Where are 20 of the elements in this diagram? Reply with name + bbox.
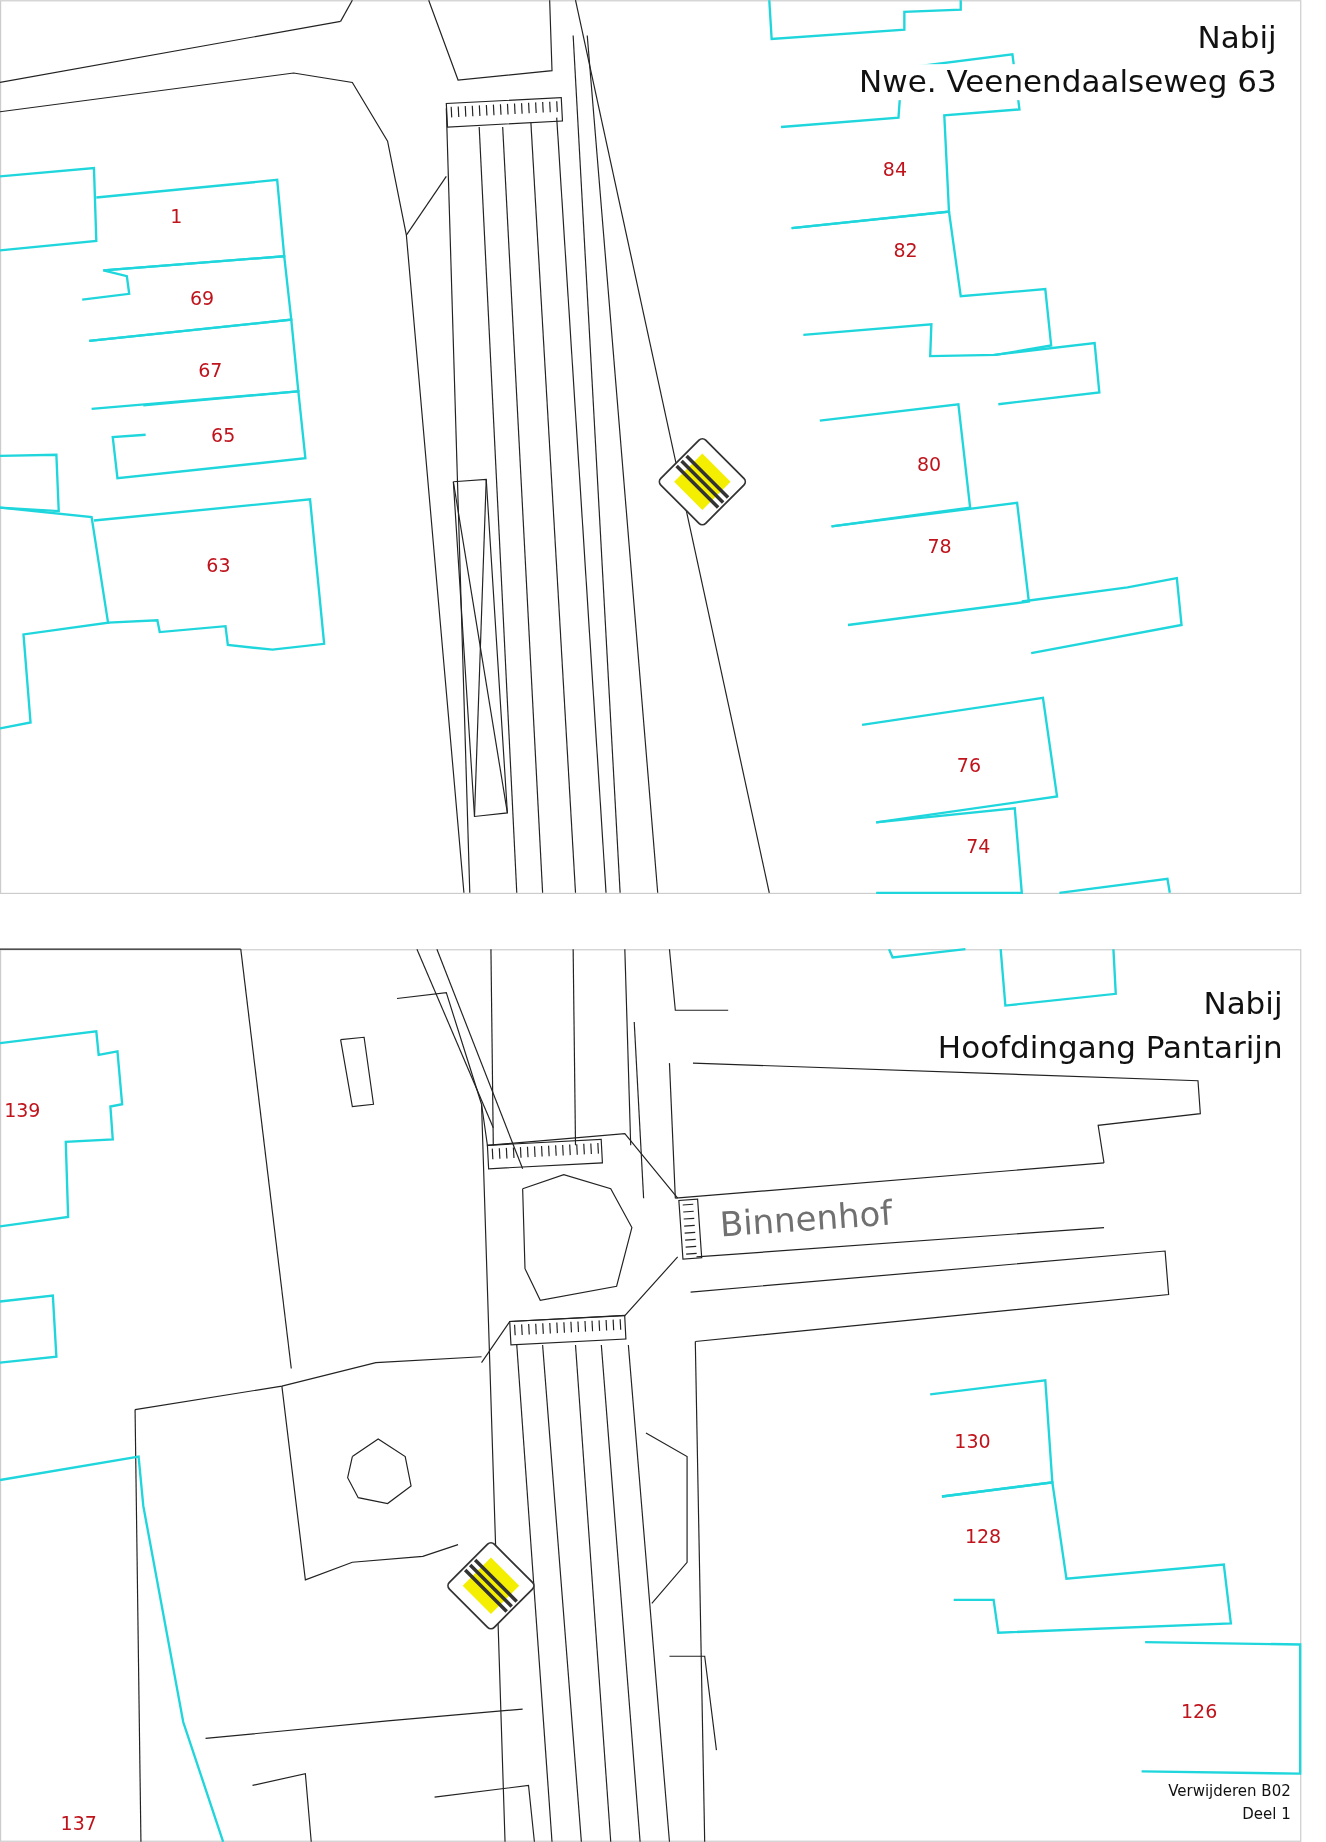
house-number: 82 (893, 240, 918, 263)
location-heading: Nwe. Veenendaalseweg 63 (859, 64, 1277, 100)
house-number: 76 (956, 754, 982, 777)
house-number: 137 (60, 1813, 97, 1835)
sheet-note: Deel 1 (1242, 1805, 1291, 1824)
house-number: 1 (170, 206, 183, 229)
street-name: Binnenhof (718, 1193, 894, 1245)
house-number: 126 (1181, 1701, 1218, 1724)
house-number: 63 (206, 555, 231, 577)
house-number: 69 (189, 288, 215, 311)
house-number: 65 (211, 424, 236, 447)
sheet-note: Verwijderen B02 (1168, 1783, 1291, 1801)
house-number: 74 (966, 835, 991, 858)
house-number: 84 (882, 159, 908, 182)
house-number: 80 (916, 454, 942, 476)
house-number: 130 (954, 1431, 991, 1454)
house-number: 67 (198, 360, 223, 383)
house-number: 139 (4, 1100, 41, 1122)
house-number: 78 (927, 536, 952, 559)
house-number: 128 (964, 1526, 1002, 1549)
